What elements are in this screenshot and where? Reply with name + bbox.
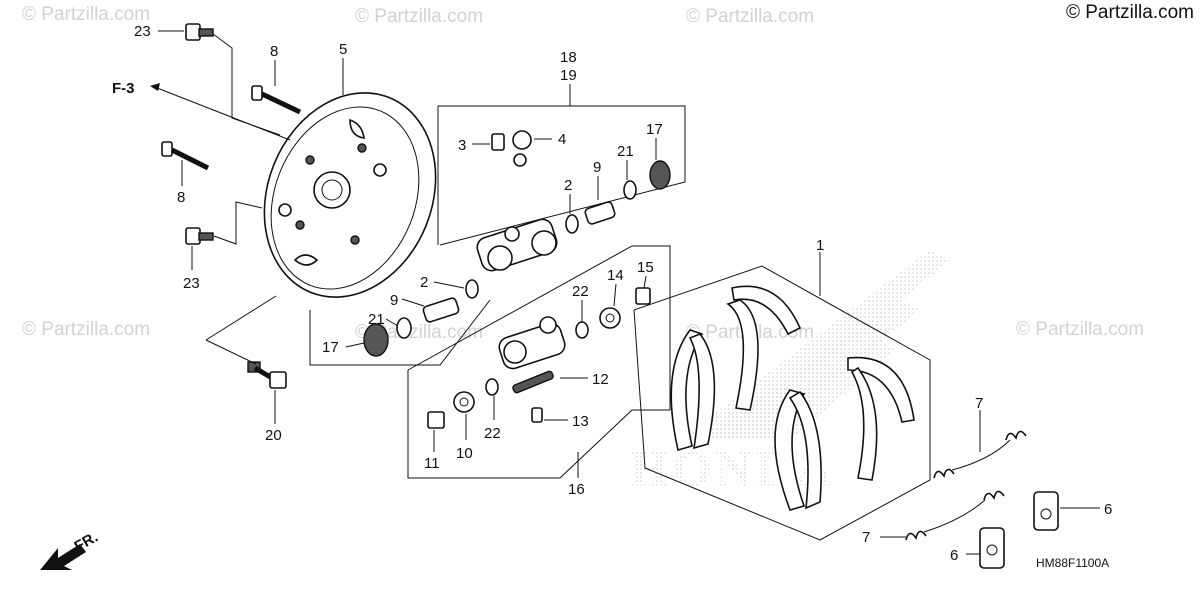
ring-22-upper: [575, 321, 589, 339]
adjuster-14: [599, 307, 621, 329]
honda-brand-text: HONDA: [630, 440, 836, 496]
brake-panel-inner: [270, 106, 420, 290]
brake-shoe-a: [670, 329, 716, 452]
spring-7-upper: [933, 430, 1027, 479]
clip-6-right: [1033, 491, 1059, 531]
wheel-cylinder-box-18: [437, 105, 686, 272]
callout-17: 17: [322, 339, 339, 356]
bolt-15: [635, 287, 651, 305]
bolt-20: [247, 361, 287, 389]
leader-lines: [158, 30, 1100, 555]
watermark-1: © Partzilla.com: [22, 4, 150, 25]
callout-18: 18: [560, 49, 577, 66]
callout-10: 10: [456, 445, 473, 462]
callout-22: 22: [484, 425, 501, 442]
callout-6: 6: [1104, 501, 1112, 518]
spring-7-lower: [905, 490, 1005, 541]
ring-22-lower: [485, 378, 499, 396]
piston-9-upper: [584, 201, 616, 225]
wheel-cylinder-box-16: [407, 245, 671, 479]
brake-shoe-c: [774, 389, 822, 511]
bleeder-3: [491, 133, 505, 151]
callout-7: 7: [862, 529, 870, 546]
watermark-2: © Partzilla.com: [355, 6, 483, 27]
bolt-8-left: [161, 141, 210, 171]
callout-8: 8: [177, 189, 185, 206]
callout-21: 21: [617, 143, 634, 160]
callout-2: 2: [564, 177, 572, 194]
clip-6-bottom: [979, 527, 1005, 569]
brake-shoe-d: [847, 356, 915, 481]
brake-shoe-b: [726, 285, 802, 411]
wheel-cylinder-lower: [498, 316, 566, 370]
cup-2-lower: [465, 279, 479, 299]
panel-hub: [313, 171, 351, 209]
callout-4: 4: [558, 131, 566, 148]
f3-label: F-3: [112, 80, 135, 97]
bolt-8-top: [251, 85, 302, 115]
callout-7: 7: [975, 395, 983, 412]
callout-9: 9: [390, 292, 398, 309]
callout-20: 20: [265, 427, 282, 444]
watermark-7: © Partzilla.com: [1016, 319, 1144, 340]
callout-23: 23: [134, 23, 151, 40]
callout-labels: 23 23 8 8 5 20 18 19 3 4 2 9 21 17 2 9 2…: [134, 23, 1112, 564]
callout-1: 1: [816, 237, 824, 254]
front-arrow-icon: FR.: [40, 529, 101, 570]
wheel-cylinder-upper: [476, 218, 558, 272]
callout-5: 5: [339, 41, 347, 58]
bleeder-13: [531, 407, 543, 423]
boot-17-upper: [649, 160, 671, 190]
adjuster-10: [453, 391, 475, 413]
callout-19: 19: [560, 67, 577, 84]
callout-23: 23: [183, 275, 200, 292]
watermark-3: © Partzilla.com: [686, 6, 814, 27]
callout-21: 21: [368, 311, 385, 328]
ring-21-lower: [396, 317, 412, 339]
callout-17: 17: [646, 121, 663, 138]
f3-reference: F-3: [112, 80, 291, 141]
bleeder-cap-4: [512, 130, 532, 167]
callout-11: 11: [424, 455, 440, 472]
copyright-label: © Partzilla.com: [1065, 2, 1194, 23]
boot-17-lower: [363, 323, 389, 357]
callout-15: 15: [637, 259, 654, 276]
callout-13: 13: [572, 413, 589, 430]
diagram-code: HM88F1100A: [1036, 556, 1110, 570]
bracket-12: [512, 370, 554, 394]
callout-6: 6: [950, 547, 958, 564]
brake-panel-group: [263, 92, 437, 298]
bolt-23-top: [185, 23, 214, 41]
callout-22: 22: [572, 283, 589, 300]
callout-2: 2: [420, 274, 428, 291]
callout-9: 9: [593, 159, 601, 176]
cup-2-upper: [565, 214, 579, 234]
callout-3: 3: [458, 137, 466, 154]
ring-21-upper: [623, 180, 637, 200]
lower-piston-box: [309, 279, 491, 366]
watermark-4: © Partzilla.com: [22, 319, 150, 340]
callout-14: 14: [607, 267, 624, 284]
callout-8: 8: [270, 43, 278, 60]
bolt-23-bottom: [185, 227, 214, 245]
piston-9-lower: [422, 297, 460, 323]
bolt-11: [427, 411, 445, 429]
callout-16: 16: [568, 481, 585, 498]
brake-shoe-box-1: [633, 265, 931, 541]
callout-12: 12: [592, 371, 609, 388]
